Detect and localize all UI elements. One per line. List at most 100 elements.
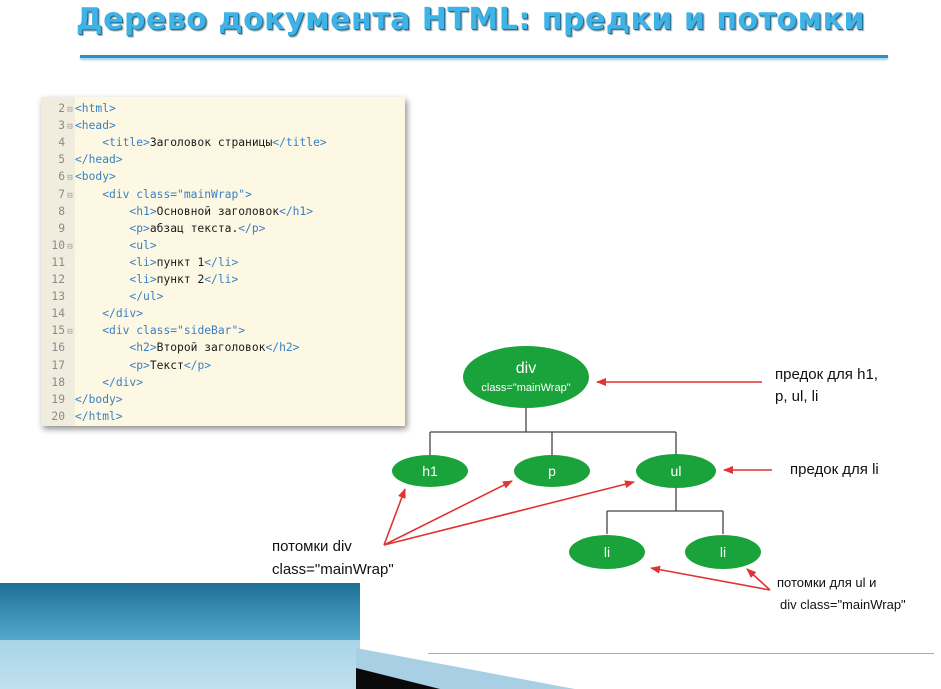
code-line: 16 <h2>Второй заголовок</h2>	[41, 339, 405, 356]
code-line: 9 <p>абзац текста.</p>	[41, 220, 405, 237]
slide-title: Дерево документа HTML: предки и потомки	[75, 2, 866, 37]
label-descendants-ul-1: потомки для ul и	[777, 575, 876, 590]
code-token: </p>	[183, 358, 212, 372]
line-number: 7	[58, 187, 65, 201]
code-token: </ul>	[129, 290, 164, 304]
code-token: <h1>	[129, 204, 157, 218]
code-token: </head>	[75, 153, 123, 167]
slide-bottom-rule	[428, 653, 934, 654]
tree-connectors	[429, 407, 724, 534]
code-line: 11 <li>пункт 1</li>	[41, 254, 405, 271]
line-number: 9	[58, 221, 65, 235]
line-number: 4	[58, 136, 65, 150]
code-text: Заголовок страницы	[149, 136, 273, 150]
fold-toggle-icon[interactable]: ⊟	[67, 122, 73, 133]
arrow-to-li1	[650, 565, 771, 591]
code-token: class=	[136, 324, 178, 338]
decorative-band-light	[0, 640, 360, 689]
code-token: <div	[102, 187, 137, 201]
tree-node-h1: h1	[392, 455, 468, 487]
fold-toggle-icon[interactable]: ⊟	[67, 173, 73, 184]
code-line: 4 <title>Заголовок страницы</title>	[41, 134, 405, 151]
line-number: 11	[51, 255, 65, 269]
line-number: 13	[51, 290, 65, 304]
li2-node-label: li	[720, 544, 726, 560]
tree-node-p: p	[514, 455, 590, 487]
line-number: 2	[58, 102, 65, 115]
code-token: <ul>	[129, 238, 157, 252]
line-number-gutter	[41, 97, 75, 426]
line-number: 3	[58, 119, 65, 133]
code-token: <li>	[129, 255, 157, 269]
code-token: </p>	[238, 221, 266, 235]
fold-toggle-icon[interactable]: ⊟	[67, 241, 73, 252]
code-line: 17 <p>Текст</p>	[41, 357, 405, 374]
arrow-to-p	[383, 480, 513, 546]
code-token: <head>	[75, 119, 116, 133]
code-text: Второй заголовок	[156, 341, 266, 355]
code-token: </h1>	[279, 204, 314, 218]
code-token: <body>	[75, 170, 116, 184]
title-underline	[80, 55, 888, 58]
code-token: "sideBar"	[177, 324, 239, 338]
label-ancestor-main-1: предок для h1,	[775, 366, 878, 383]
fold-toggle-icon[interactable]: ⊟	[67, 105, 73, 115]
code-line: 18 </div>	[41, 374, 405, 391]
li1-node-label: li	[604, 544, 610, 560]
line-number: 20	[51, 409, 65, 423]
line-number: 5	[58, 153, 65, 167]
line-number: 6	[58, 170, 65, 184]
code-token: <div	[102, 324, 137, 338]
code-text: пункт 2	[156, 273, 205, 286]
fold-toggle-icon[interactable]: ⊟	[67, 190, 73, 201]
code-token: </li>	[204, 255, 239, 269]
code-token: </body>	[75, 392, 123, 406]
line-number: 16	[51, 341, 65, 355]
code-listing: 2⊟<html>3⊟<head>4 <title>Заголовок стран…	[41, 97, 405, 426]
label-descendants-div-2: class="mainWrap"	[272, 561, 394, 578]
line-number: 18	[51, 375, 65, 389]
code-token: </h2>	[265, 341, 300, 355]
tree-node-ul: ul	[636, 454, 716, 488]
code-token: </div>	[102, 307, 144, 321]
code-token: >	[238, 324, 246, 338]
label-descendants-ul-2: div class="mainWrap"	[780, 597, 906, 612]
code-text: абзац текста.	[149, 221, 239, 235]
code-line: 7⊟ <div class="mainWrap">	[41, 186, 405, 203]
code-text: Основной заголовок	[156, 204, 280, 218]
code-line: 14 </div>	[41, 305, 405, 322]
p-node-label: p	[548, 463, 556, 479]
line-number: 17	[51, 358, 65, 372]
code-line: 19 </body>	[41, 391, 405, 408]
annotation-arrows	[383, 378, 772, 591]
h1-node-label: h1	[422, 463, 438, 479]
line-number: 15	[51, 324, 65, 338]
code-line: 6⊟<body>	[41, 168, 405, 185]
code-line: 3⊟<head>	[41, 117, 405, 134]
code-token: </div>	[102, 375, 144, 389]
code-token: <h2>	[129, 341, 157, 355]
code-token: >	[245, 187, 252, 201]
label-ancestor-ul: предок для li	[790, 461, 879, 478]
root-node-class: class="mainWrap"	[481, 382, 570, 394]
code-line: 8 <h1>Основной заголовок</h1>	[41, 203, 405, 220]
code-text: пункт 1	[156, 255, 205, 269]
tree-node-li-1: li	[569, 535, 645, 569]
code-token: <title>	[102, 136, 150, 150]
arrow-to-li2	[746, 568, 771, 591]
label-ancestor-main-2: p, ul, li	[775, 388, 818, 405]
arrow-to-ul-from-div	[383, 480, 635, 546]
fold-toggle-icon[interactable]: ⊟	[67, 327, 73, 338]
line-number: 19	[51, 392, 65, 406]
code-line: 15⊟ <div class="sideBar">	[41, 322, 405, 339]
label-descendants-div-1: потомки div	[272, 538, 352, 555]
code-line: 5 </head>	[41, 151, 405, 168]
code-token: <li>	[129, 273, 157, 286]
code-line: 12 <li>пункт 2</li>	[41, 271, 405, 288]
code-token: <p>	[129, 221, 150, 235]
code-token: <html>	[75, 102, 116, 115]
line-number: 8	[58, 204, 65, 218]
code-token: </html>	[75, 409, 123, 423]
code-line: 2⊟<html>	[41, 100, 405, 117]
